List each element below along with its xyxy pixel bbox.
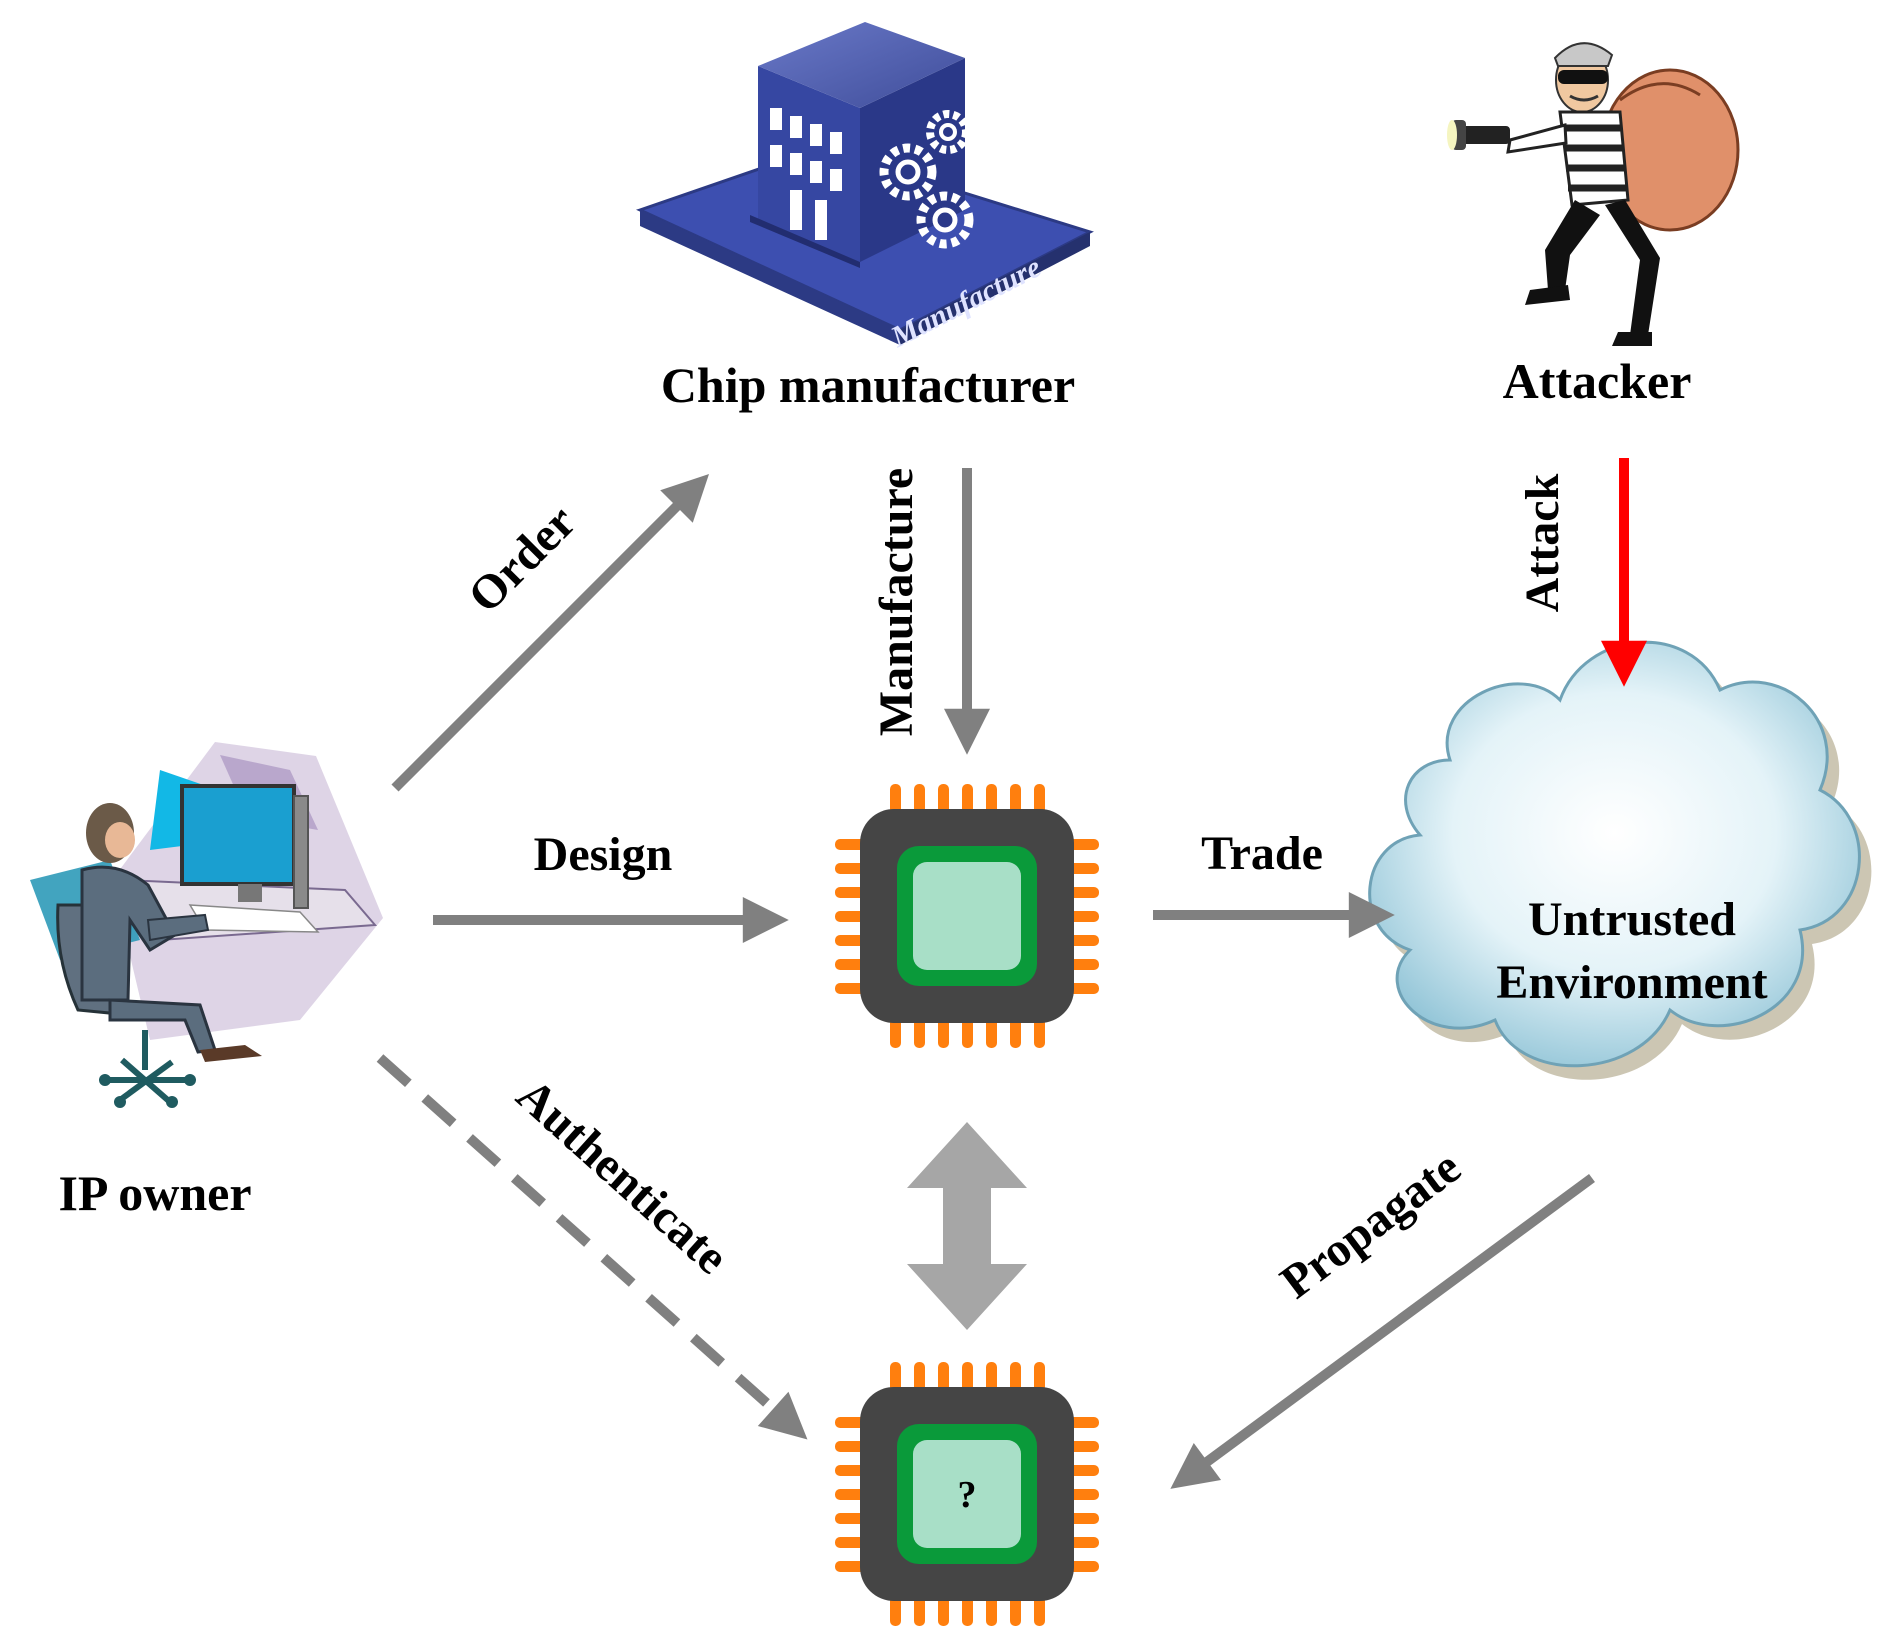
chip-core — [913, 1440, 1021, 1548]
order-label: Order — [458, 495, 586, 623]
burglar-icon — [1447, 42, 1740, 346]
factory-icon: Manufacture — [635, 22, 1094, 354]
authenticate-arrow — [376, 1054, 808, 1440]
compare-double-arrow — [907, 1122, 1027, 1330]
trade-label: Trade — [1201, 827, 1323, 880]
propagate-arrow — [1170, 1173, 1595, 1489]
workstation-icon — [30, 742, 383, 1108]
authenticate-label: Authenticate — [507, 1068, 739, 1284]
attack-label: Attack — [1516, 473, 1569, 612]
chip-core — [913, 862, 1021, 970]
environment-label-line2: Environment — [1496, 956, 1767, 1009]
cloud-icon — [1368, 640, 1872, 1080]
attacker-label: Attacker — [1503, 353, 1692, 409]
chip-manufacturer-label: Chip manufacturer — [661, 357, 1075, 413]
ip-owner-label: IP owner — [58, 1165, 251, 1221]
design-label: Design — [534, 828, 673, 881]
order-arrow — [391, 473, 710, 792]
environment-label-line1: Untrusted — [1528, 893, 1736, 946]
chip-icon — [835, 784, 1099, 1048]
chip-unknown-icon — [835, 1362, 1099, 1626]
manufacture-label: Manufacture — [870, 468, 923, 736]
chip-unknown-mark: ? — [958, 1474, 977, 1516]
